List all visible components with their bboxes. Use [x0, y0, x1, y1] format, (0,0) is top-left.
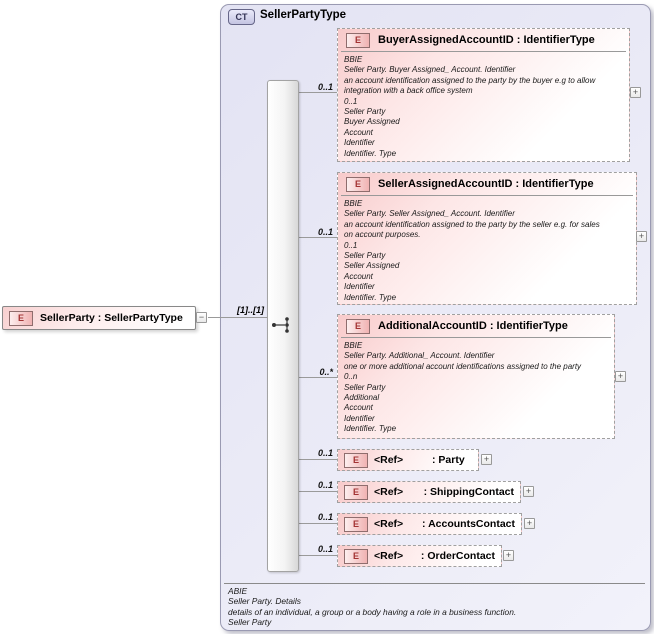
connector-line	[298, 237, 337, 238]
expand-button[interactable]: +	[503, 550, 514, 561]
connector-line	[298, 523, 337, 524]
connector-line	[298, 92, 337, 93]
element-badge: E	[344, 452, 368, 468]
connector-line	[298, 555, 337, 556]
element-box-buyer-assigned-account-id[interactable]: E BuyerAssignedAccountID : IdentifierTyp…	[337, 28, 630, 162]
element-box-additional-account-id[interactable]: E AdditionalAccountID : IdentifierType B…	[337, 314, 615, 439]
ref-box-accounts-contact[interactable]: E <Ref> : AccountsContact	[337, 513, 522, 535]
cardinality-label: [1]..[1]	[237, 305, 264, 315]
element-box-seller-assigned-account-id[interactable]: E SellerAssignedAccountID : IdentifierTy…	[337, 172, 637, 305]
ref-label: <Ref>	[374, 486, 404, 498]
expand-button[interactable]: +	[636, 231, 647, 242]
cardinality-label: 0..1	[317, 512, 333, 522]
element-title: BuyerAssignedAccountID : IdentifierType	[378, 34, 595, 46]
expand-button[interactable]: +	[481, 454, 492, 465]
cardinality-label: 0..1	[317, 82, 333, 92]
element-header: E SellerAssignedAccountID : IdentifierTy…	[341, 173, 633, 196]
element-badge: E	[344, 484, 368, 500]
element-header: E AdditionalAccountID : IdentifierType	[341, 315, 611, 338]
element-badge: E	[344, 516, 368, 532]
element-title: SellerAssignedAccountID : IdentifierType	[378, 178, 594, 190]
sequence-icon	[272, 317, 289, 333]
ref-type: : OrderContact	[420, 550, 495, 562]
ref-label: <Ref>	[374, 550, 404, 562]
expand-button[interactable]: +	[615, 371, 626, 382]
cardinality-label: 0..*	[319, 367, 333, 377]
connector-line	[298, 459, 337, 460]
ref-box-shipping-contact[interactable]: E <Ref> : ShippingContact	[337, 481, 521, 503]
ref-label: <Ref>	[374, 518, 404, 530]
cardinality-label: 0..1	[317, 448, 333, 458]
element-badge: E	[346, 318, 370, 334]
element-badge: E	[9, 310, 33, 326]
ref-type: : ShippingContact	[423, 486, 514, 498]
collapse-button[interactable]: −	[196, 312, 207, 323]
element-header: E BuyerAssignedAccountID : IdentifierTyp…	[341, 29, 626, 52]
ref-type: : Party	[432, 454, 465, 466]
element-badge: E	[346, 176, 370, 192]
ref-label: <Ref>	[374, 454, 404, 466]
element-badge: E	[344, 548, 368, 564]
cardinality-label: 0..1	[317, 227, 333, 237]
footer-divider	[224, 583, 645, 584]
expand-button[interactable]: +	[524, 518, 535, 529]
ref-box-order-contact[interactable]: E <Ref> : OrderContact	[337, 545, 502, 567]
cardinality-label: 0..1	[317, 480, 333, 490]
ref-type: : AccountsContact	[422, 518, 515, 530]
element-badge: E	[346, 32, 370, 48]
ref-box-party[interactable]: E <Ref> : Party	[337, 449, 479, 471]
connector-line	[298, 377, 337, 378]
complextype-badge: CT	[228, 9, 255, 25]
complextype-title: SellerPartyType	[260, 9, 347, 21]
connector-line	[208, 317, 267, 318]
connector-line	[298, 491, 337, 492]
expand-button[interactable]: +	[523, 486, 534, 497]
root-element-label: SellerParty : SellerPartyType	[40, 312, 183, 324]
cardinality-label: 0..1	[317, 544, 333, 554]
element-title: AdditionalAccountID : IdentifierType	[378, 320, 568, 332]
root-element-box[interactable]: E SellerParty : SellerPartyType	[2, 306, 196, 330]
expand-button[interactable]: +	[630, 87, 641, 98]
